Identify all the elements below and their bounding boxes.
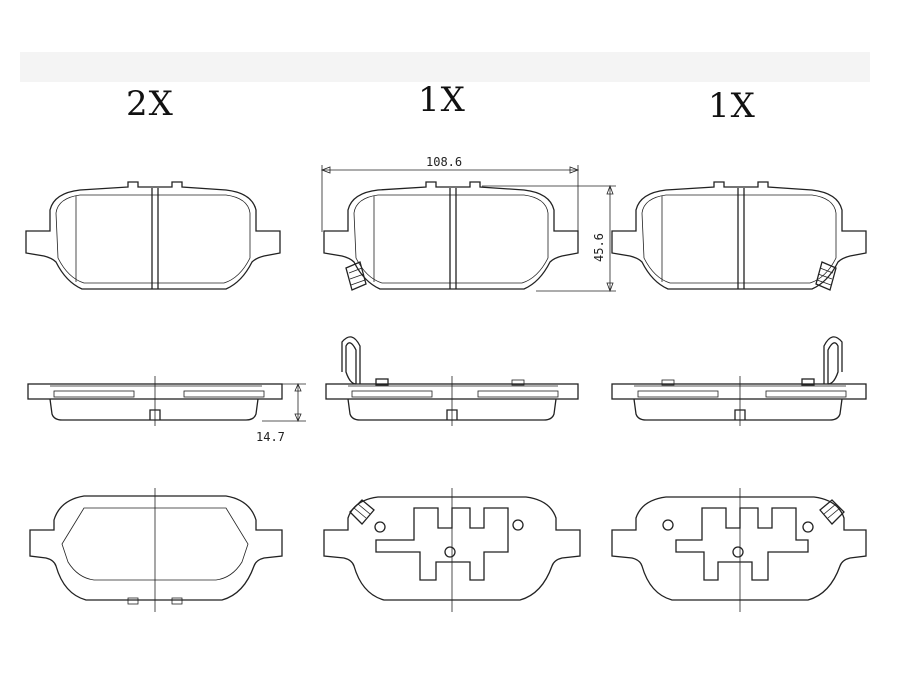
pad-front-left bbox=[25, 181, 281, 290]
dimension-height-label: 45.6 bbox=[592, 233, 606, 262]
pad-side-left bbox=[27, 376, 283, 426]
pad-side-right bbox=[611, 336, 867, 426]
quantity-label-right: 1X bbox=[708, 86, 756, 126]
pad-side-middle bbox=[325, 336, 579, 426]
dimension-width-label: 108.6 bbox=[426, 155, 462, 169]
dimension-thickness: 14.7 bbox=[256, 382, 306, 444]
quantity-label-left: 2X bbox=[126, 84, 174, 124]
dimension-thickness-label: 14.7 bbox=[256, 430, 285, 444]
pad-back-right bbox=[611, 488, 867, 612]
pad-front-right bbox=[611, 181, 867, 291]
quantity-label-middle: 1X bbox=[418, 80, 466, 120]
dimension-width: 108.6 bbox=[320, 155, 580, 232]
pad-back-left bbox=[29, 488, 283, 612]
pad-back-middle bbox=[323, 488, 581, 612]
header-band bbox=[20, 52, 870, 82]
pad-front-middle bbox=[323, 181, 579, 291]
dimension-height: 45.6 bbox=[482, 184, 616, 293]
